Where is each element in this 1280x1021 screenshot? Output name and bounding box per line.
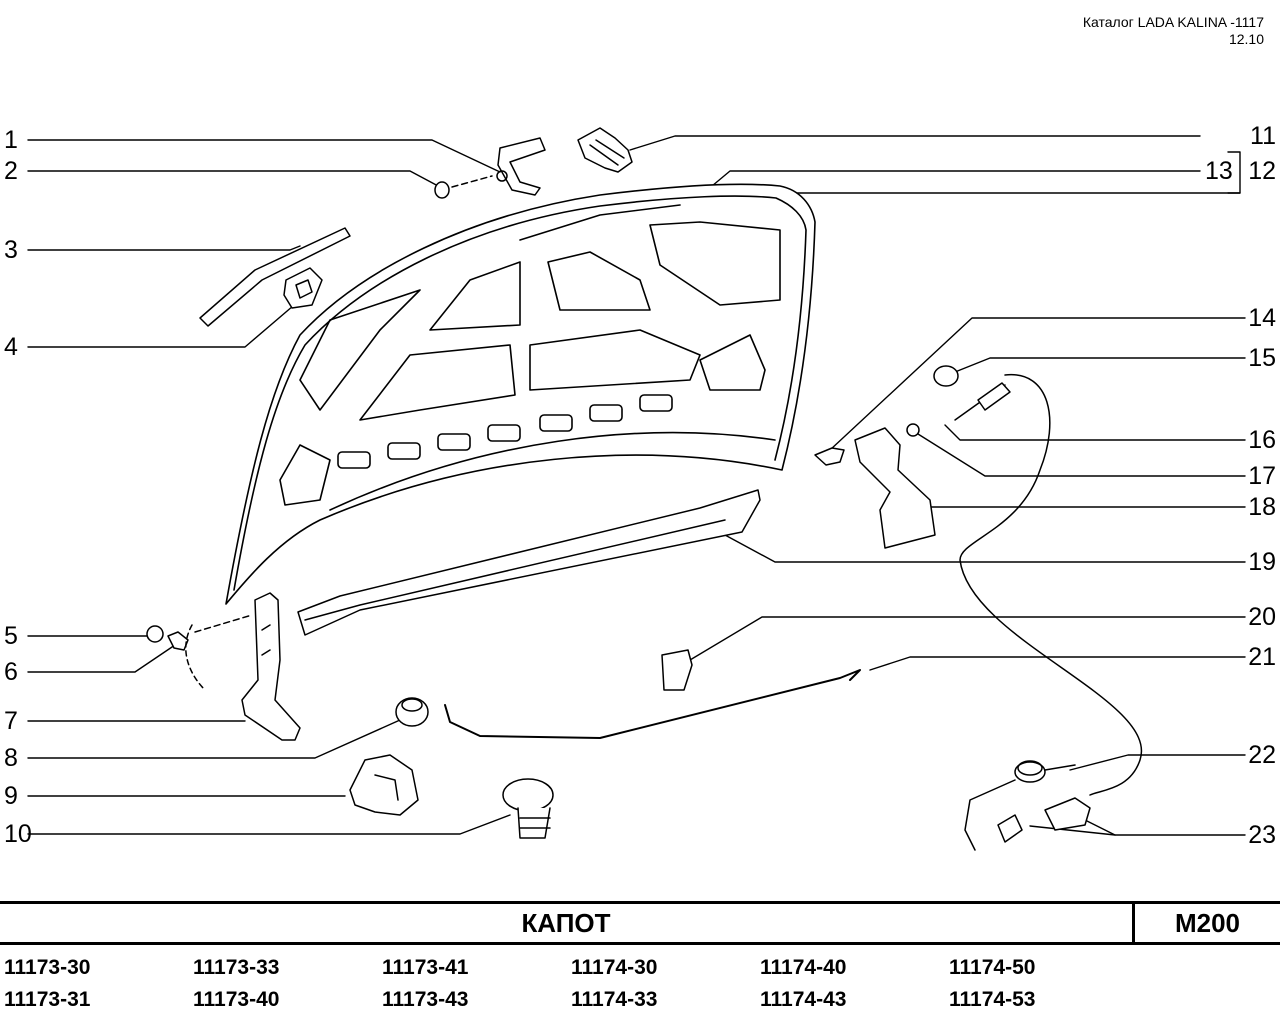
model-number: 11174-30: [571, 956, 658, 979]
catalog-date: 12.10: [1228, 31, 1264, 47]
leader-lines-right: [629, 135, 1246, 836]
washer-bolt: [146, 614, 253, 691]
callout-2: 2: [4, 157, 18, 185]
model-number: 11174-33: [571, 988, 658, 1011]
callout-15: 15: [1248, 344, 1276, 372]
callout-7: 7: [4, 707, 18, 735]
callout-16: 16: [1248, 426, 1276, 454]
callout-14: 14: [1248, 304, 1276, 332]
model-number: 11174-43: [760, 988, 847, 1011]
hood-panel: [225, 183, 816, 605]
callout-12: 12: [1248, 157, 1276, 185]
model-number: 11174-40: [760, 956, 847, 979]
model-number: 11174-50: [949, 956, 1036, 979]
callout-3: 3: [4, 236, 18, 264]
lock-bracket: [496, 137, 546, 196]
leader-lines-left: [27, 139, 511, 835]
callout-17: 17: [1248, 462, 1276, 490]
support-rod: [444, 669, 861, 739]
callout-6: 6: [4, 658, 18, 686]
model-number: 11173-30: [4, 956, 91, 979]
clip-holder: [349, 754, 419, 816]
nut-part: [434, 175, 493, 199]
model-number: 11173-43: [382, 988, 469, 1011]
parts-diagram: [27, 127, 1246, 851]
callout-20: 20: [1248, 603, 1276, 631]
latch-spring: [964, 760, 1076, 851]
cable-end-fitting: [997, 797, 1091, 843]
bumper-part: [283, 267, 323, 309]
model-number: 11173-41: [382, 956, 469, 979]
hinge-part: [241, 592, 301, 741]
seal-strip: [199, 227, 351, 327]
rod-holder: [661, 649, 693, 691]
callout-19: 19: [1248, 548, 1276, 576]
callout-13: 13: [1205, 157, 1233, 185]
model-number: 11174-53: [949, 988, 1036, 1011]
section-title: КАПОТ: [521, 908, 611, 938]
title-bar: КАПОТ M200: [0, 901, 1280, 945]
callout-11: 11: [1250, 122, 1276, 150]
callout-10: 10: [4, 820, 32, 848]
hood-reinforcement: [297, 489, 761, 636]
catalog-title: Каталог LADA KALINA -1117: [1082, 14, 1264, 30]
adjustable-buffer: [502, 778, 554, 839]
release-cable: [954, 374, 1143, 796]
model-number: 11173-40: [193, 988, 280, 1011]
callout-9: 9: [4, 782, 18, 810]
callout-5: 5: [4, 622, 18, 650]
callout-4: 4: [4, 333, 18, 361]
callout-23: 23: [1248, 821, 1276, 849]
callout-21: 21: [1248, 643, 1276, 671]
release-handle-group: [814, 365, 959, 549]
model-number: 11173-33: [193, 956, 280, 979]
model-number: 11173-31: [4, 988, 91, 1011]
callout-8: 8: [4, 744, 18, 772]
hood-stop: [577, 127, 633, 173]
callout-1: 1: [4, 126, 18, 154]
section-code: M200: [1132, 904, 1280, 942]
rubber-plug: [395, 697, 429, 727]
callout-18: 18: [1248, 493, 1276, 521]
catalog-header: Каталог LADA KALINA -1117 12.10: [1083, 14, 1264, 48]
callout-22: 22: [1248, 741, 1276, 769]
